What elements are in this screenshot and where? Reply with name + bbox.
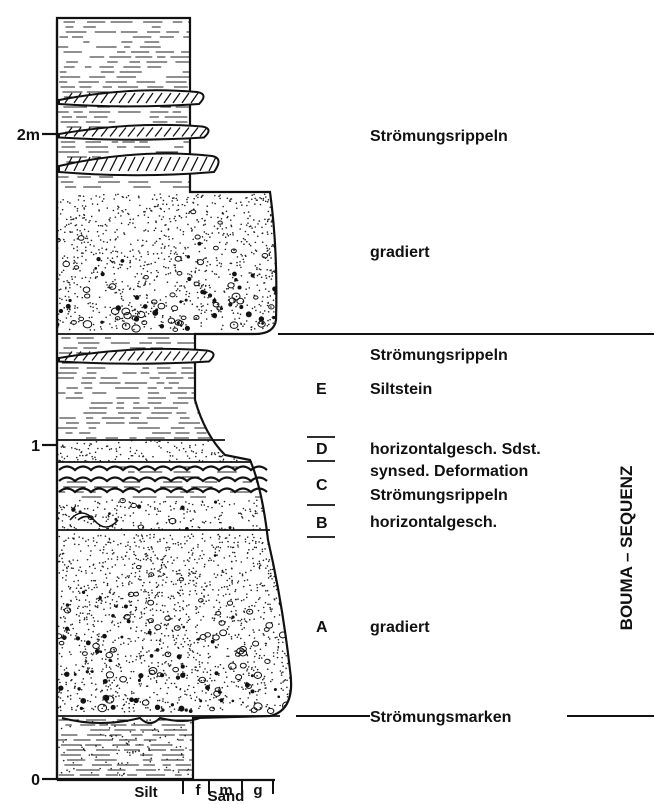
sedimentary-column [55,18,295,779]
interval-text-b: horizontalgesch. [370,514,497,531]
grain-size-axis: Silt f m g Sand [57,780,275,804]
interval-text-e: Siltstein [370,381,432,398]
label-sole-marks: Strömungsmarken [370,709,511,726]
bouma-interval-labels: Strömungsrippeln E Siltstein D horizonta… [307,347,541,636]
depth-axis: 2m 1 0 [17,20,57,789]
interval-text-deformation: synsed. Deformation [370,463,528,480]
interval-letter-d: D [316,441,328,458]
bouma-sequence-title: BOUMA – SEQUENZ [617,466,636,631]
interval-letter-c: C [316,477,328,494]
axis-label-fine: f [196,782,202,799]
axis-label-coarse: g [253,782,262,799]
label-ripples-upper: Strömungsrippeln [370,128,508,145]
interval-text-c: Strömungsrippeln [370,487,508,504]
label-graded-upper: gradiert [370,244,430,261]
axis-label-silt: Silt [134,784,157,801]
depth-tick-1: 1 [31,438,40,455]
interval-text-d: horizontalgesch. Sdst. [370,441,541,458]
interval-letter-a: A [316,619,328,636]
interval-letter-e: E [316,381,327,398]
axis-label-sand: Sand [208,788,245,804]
interval-text-a: gradiert [370,619,430,636]
depth-tick-0: 0 [31,772,40,789]
interval-text-ripples-top: Strömungsrippeln [370,347,508,364]
interval-letter-b: B [316,515,328,532]
depth-tick-2m: 2m [17,127,40,144]
